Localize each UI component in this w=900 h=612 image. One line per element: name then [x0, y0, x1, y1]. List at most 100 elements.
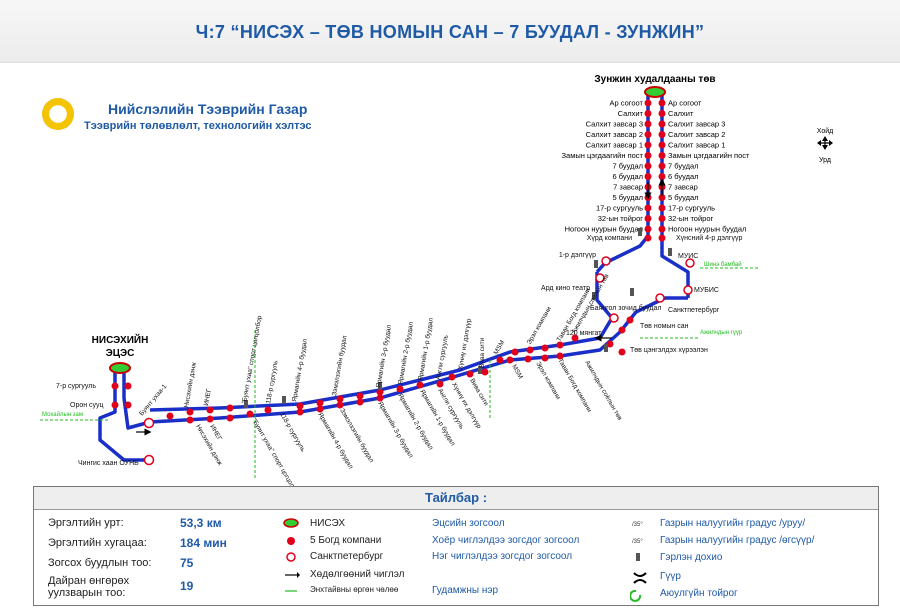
north-stop-right-12[interactable]	[658, 225, 666, 233]
north-stop-label-right-1: Салхит	[668, 109, 694, 118]
north-stop-label-right-5: Замын цэгдаагийн пост	[668, 151, 750, 160]
label-hurd: Хүрд компани	[587, 235, 632, 242]
label-ard: Ард кино театр	[541, 285, 590, 292]
stat-intersections-label: Дайран өнгөрөх уулзварын тоо:	[48, 575, 130, 599]
legend-traffic-light: Гэрлэн дохио	[660, 552, 723, 563]
north-stop-label-right-9: 5 буудал	[668, 193, 699, 202]
north-stop-left-6[interactable]	[644, 162, 652, 170]
label-nisekh-n: Нисэхийн дэнж	[182, 361, 198, 408]
north-stop-left-12[interactable]	[644, 225, 652, 233]
label-ineg-n: ИНЕГ	[203, 388, 213, 407]
stat-stops-label: Зогсох буудлын тоо:	[48, 557, 152, 569]
legend-bridge: Гүүр	[660, 571, 681, 582]
north-stop-left-7[interactable]	[644, 173, 652, 180]
label-tsengeldekh: Төв цэнгэлдэх хүрээлэн	[630, 347, 708, 354]
label-erel-n: Эрэл компани	[526, 305, 553, 346]
label-green5: Мохайлын зам	[42, 411, 83, 418]
north-stop-label-right-3: Салхит завсар 2	[668, 130, 725, 139]
terminal-zunjin-label: Зунжин худалдааны төв	[594, 74, 715, 85]
label-muis: МУИС	[678, 253, 698, 260]
legend-roundabout: Аюулгүйн тойрог	[660, 588, 738, 599]
label-bayangol: Баянгол зочид буудал	[590, 304, 661, 312]
label-khunnu-n: Хүннү их дэлгүүр	[457, 318, 473, 371]
terminal-zunjin[interactable]	[644, 86, 666, 98]
legend-terminal: НИСЭХ	[310, 518, 346, 529]
north-stop-label-right-4: Салхит завсар 1	[668, 141, 725, 150]
north-stop-right-6[interactable]	[658, 162, 666, 170]
north-stop-right-7[interactable]	[658, 173, 666, 180]
label-oron: Орон сууц	[70, 402, 104, 409]
label-chingis: Чингис хаан ОУНБ	[78, 460, 139, 467]
north-stop-right-11[interactable]	[658, 215, 666, 222]
legend-direction: Хөдөлгөөний чиглэл	[310, 569, 405, 580]
north-stop-left-10[interactable]	[644, 204, 652, 212]
north-stop-right-4[interactable]	[658, 141, 666, 149]
label-tov: Төв номын сан	[640, 323, 689, 330]
legend-symbol-icons	[283, 518, 300, 592]
label-sankt: Санктпетербург	[668, 306, 720, 314]
org-subtitle: Тээврийн төлөвлөлт, технологийн хэлтэс	[84, 120, 312, 132]
legend-end-stop: Эцсийн зогсоол	[432, 518, 505, 529]
header-bar: Ч:7 “НИСЭХ – ТӨВ НОМЫН САН – 7 БУУДАЛ - …	[0, 0, 900, 63]
north-stop-label-right-10: 17-р сургууль	[668, 204, 715, 213]
label-erel-s: Эрэл компани	[534, 361, 561, 402]
traffic-lights	[244, 228, 672, 408]
stat-time-label: Эргэлтийн хугацаа:	[48, 537, 147, 549]
north-stop-right-9[interactable]	[658, 194, 666, 201]
legend-title: Тайлбар :	[34, 487, 878, 510]
legend-street-name: Гудамжны нэр	[432, 585, 499, 596]
label-s118-s: 118-р сургууль	[278, 412, 306, 454]
stat-stops-value: 75	[180, 556, 194, 570]
north-stop-left-4[interactable]	[644, 141, 652, 149]
label-nisekh-s: Нисэхийн дэнж	[194, 423, 224, 467]
label-7r: 7-р сургууль	[56, 383, 96, 390]
org-name: Нийслэлийн Тээврийн Газар	[108, 101, 308, 117]
north-stop-label-right-6: 7 буудал	[668, 162, 699, 171]
label-buyant1: Буянт ухаа-1	[138, 383, 168, 417]
legend-downhill: Газрын налуугийн градус /уруу/	[660, 518, 806, 529]
north-stop-right-1[interactable]	[658, 110, 666, 117]
compass-north: Хойд	[817, 127, 833, 135]
street-lines	[40, 267, 760, 480]
svg-text:/35°: /35°	[632, 539, 643, 545]
north-stop-label-right-11: 32-ын тойрог	[668, 214, 714, 223]
terminal-nisekh-label-2: ЭЦЭС	[106, 348, 135, 359]
label-hunsnii: Хүнсний 4-р дэлгүүр	[676, 234, 742, 242]
legend-twoway-stop: 5 Богд компани	[310, 535, 382, 546]
label-ajilchin-s: Ажилчдын соёлын төв	[583, 360, 623, 423]
north-stop-left-0[interactable]	[644, 99, 652, 107]
label-delguur1: 1-р дэлгүүр	[559, 252, 596, 259]
label-green3: Шинэ бамбай	[704, 261, 742, 268]
route-map: Хойд Урд Зунжин худалдааны төв НИСЭХИЙН …	[40, 74, 833, 486]
north-stop-right-0[interactable]	[658, 99, 666, 107]
direction-arrows	[136, 178, 666, 436]
legend-panel: Тайлбар : Эргэлтийн урт: 53,3 км Эргэлти…	[33, 486, 879, 606]
svg-text:/35°: /35°	[632, 522, 643, 528]
legend-right-icons: /35° /35°	[630, 522, 647, 602]
north-stop-left-3[interactable]	[644, 131, 652, 138]
north-stop-right-10[interactable]	[658, 204, 666, 212]
north-stop-left-1[interactable]	[644, 110, 652, 117]
north-stop-left-5[interactable]	[644, 152, 652, 159]
north-stop-label-left-9: 5 буудал	[612, 193, 643, 202]
terminal-nisekh[interactable]	[109, 362, 131, 374]
label-y1-n: Ярмагийн 1-р буудал	[416, 317, 435, 381]
north-stop-label-right-8: 7 завсар	[668, 183, 698, 192]
north-stop-right-5[interactable]	[658, 152, 666, 159]
legend-uphill: Газрын налуугийн градус /өгсүүр/	[660, 535, 815, 546]
label-zam-n: Зэмэлзэгийн буудал	[330, 335, 349, 397]
stat-length-label: Эргэлтийн урт:	[48, 517, 124, 529]
legend-oneway-stop: Санктпетербург	[310, 551, 384, 562]
north-stop-label-left-4: Салхит завсар 1	[586, 141, 643, 150]
north-stop-right-3[interactable]	[658, 131, 666, 138]
north-stop-label-left-11: 32-ын тойрог	[598, 214, 644, 223]
north-stop-right-2[interactable]	[658, 120, 666, 128]
north-stop-label-left-6: 7 буудал	[612, 162, 643, 171]
north-stop-label-left-8: 7 завсар	[613, 183, 643, 192]
legend-street: Энхтайвны өргөн чөлөө	[310, 585, 399, 594]
north-stop-left-2[interactable]	[644, 120, 652, 128]
north-stop-label-left-12: Ногоон нуурын буудал	[565, 225, 643, 234]
label-mubis: МУБИС	[694, 287, 719, 294]
north-stop-left-11[interactable]	[644, 215, 652, 222]
